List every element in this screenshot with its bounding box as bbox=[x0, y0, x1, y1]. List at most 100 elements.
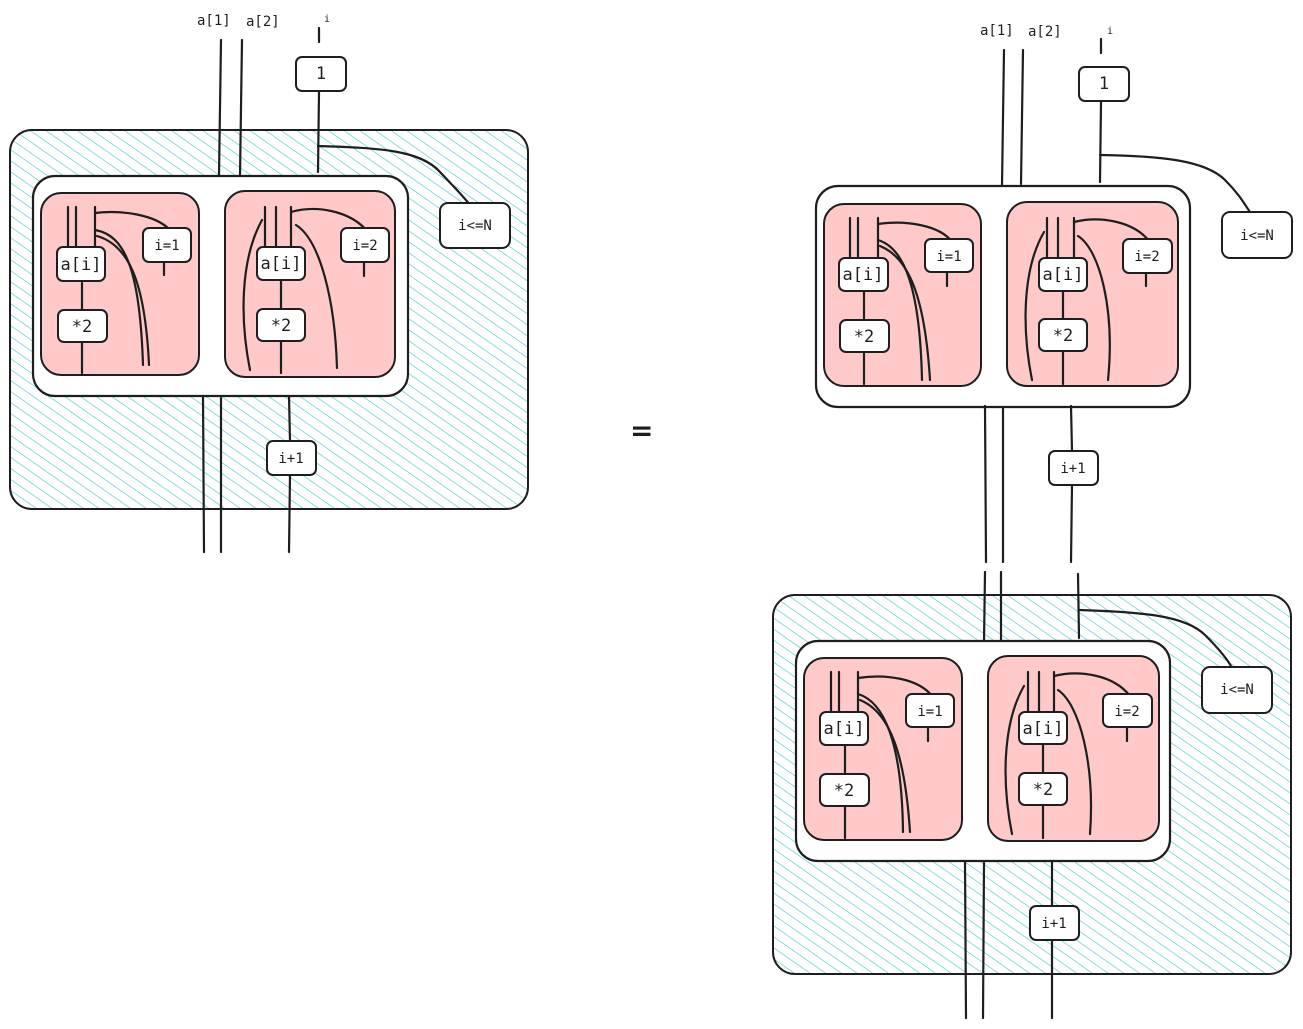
left-wire-i-out bbox=[287, 473, 292, 554]
right-inc-top-label: i+1 bbox=[1060, 461, 1085, 477]
right-cond-top-box bbox=[1221, 211, 1293, 259]
right-top-b2-guard-label: i=2 bbox=[1134, 249, 1159, 265]
left-wire-a1-in bbox=[217, 38, 223, 178]
right-bottom-b2-read-label: a[i] bbox=[1023, 719, 1064, 739]
right-top-b2-wire-guard bbox=[1072, 218, 1152, 244]
left-wire-a1-out bbox=[201, 394, 206, 554]
equals-sign: = bbox=[630, 414, 653, 447]
right-bottom-branch1-panel bbox=[803, 657, 963, 841]
right-mid-wire-i-1 bbox=[1069, 404, 1074, 453]
right-bottom-b1-op-label: *2 bbox=[834, 781, 854, 801]
right-bottom-b2-guard-label: i=2 bbox=[1114, 704, 1139, 720]
right-bottom-b1-wire-guard bbox=[856, 675, 934, 698]
right-top-b1-wire-pass1 bbox=[876, 238, 924, 382]
right-cond-top-label: i<=N bbox=[1240, 228, 1274, 244]
right-top-b2-op-label: *2 bbox=[1053, 326, 1073, 346]
right-bottom-b2-op-label: *2 bbox=[1033, 780, 1053, 800]
right-inc-bottom-box bbox=[1029, 905, 1080, 941]
right-cond-bottom-box bbox=[1201, 666, 1273, 714]
right-out-wire-a2 bbox=[981, 861, 986, 1020]
left-inc-box bbox=[266, 440, 317, 476]
right-top-b2-op-box bbox=[1038, 318, 1088, 352]
right-top-b2-wire-right bbox=[1076, 234, 1111, 382]
right-cond-bottom-label: i<=N bbox=[1220, 682, 1254, 698]
left-b1-op-box bbox=[57, 309, 108, 343]
right-out-wire-a1 bbox=[963, 859, 968, 1020]
right-input-a1-label: a[1] bbox=[980, 23, 1014, 39]
left-input-a2-label: a[2] bbox=[246, 14, 280, 30]
right-inc-bottom-label: i+1 bbox=[1041, 916, 1066, 932]
right-bottom-b1-read-label: a[i] bbox=[824, 719, 865, 739]
left-b2-wire-left bbox=[242, 218, 264, 372]
left-b1-op-label: *2 bbox=[72, 317, 92, 337]
left-wire-cond bbox=[316, 144, 472, 207]
left-b2-wire-right bbox=[294, 223, 339, 370]
right-bottom-wire-a1-in bbox=[982, 570, 987, 644]
right-mid-wire-i-2 bbox=[1069, 483, 1074, 564]
left-b2-wire-guard bbox=[289, 207, 370, 234]
left-wire-a2-in bbox=[238, 38, 244, 178]
left-b1-wire-guard bbox=[93, 210, 172, 232]
left-b2-read-label: a[i] bbox=[261, 254, 302, 274]
right-bottom-b1-op-box bbox=[819, 773, 870, 807]
left-cond-label: i<=N bbox=[458, 218, 492, 234]
right-inc-top-box bbox=[1048, 450, 1099, 486]
left-b2-guard-box bbox=[340, 227, 390, 263]
left-init-label: 1 bbox=[316, 64, 326, 84]
right-bottom-b2-wire-right bbox=[1056, 688, 1093, 836]
left-wire-i-mid bbox=[287, 394, 292, 443]
right-wire-a1-in bbox=[1000, 48, 1006, 188]
right-top-b1-wire-pass2 bbox=[878, 244, 932, 382]
right-top-b2-read-label: a[i] bbox=[1043, 265, 1084, 285]
right-bottom-b1-read-box bbox=[819, 711, 869, 746]
right-bottom-b1-guard-box bbox=[905, 693, 955, 728]
right-top-b2-read-box bbox=[1038, 257, 1088, 292]
left-b1-read-box bbox=[56, 246, 106, 282]
left-b2-op-box bbox=[256, 308, 306, 342]
right-top-b2-wire-left bbox=[1024, 230, 1046, 382]
right-diagram: a[1] a[2] i 1 i<=N a[i] *2 i=1 bbox=[772, 23, 1293, 1020]
right-bottom-b2-guard-box bbox=[1102, 693, 1153, 728]
left-diagram: a[1] a[2] i 1 i<=N a[i] *2 bbox=[9, 13, 529, 554]
right-top-branch2-panel bbox=[1006, 201, 1179, 387]
right-wire-i-in bbox=[1098, 100, 1103, 184]
right-wire-a2-in bbox=[1019, 48, 1025, 186]
right-top-b1-op-label: *2 bbox=[854, 327, 874, 347]
left-inc-label: i+1 bbox=[278, 451, 303, 467]
right-bottom-branch2-panel bbox=[987, 655, 1160, 842]
left-input-i-label: i bbox=[324, 14, 330, 25]
left-wire-i-in bbox=[316, 90, 321, 174]
left-b2-read-box bbox=[256, 246, 306, 281]
right-top-b1-guard-label: i=1 bbox=[936, 249, 961, 265]
left-init-box bbox=[295, 56, 347, 92]
left-b1-read-label: a[i] bbox=[61, 255, 102, 275]
left-b1-wire-pass2 bbox=[95, 234, 151, 367]
right-top-b1-read-label: a[i] bbox=[843, 265, 884, 285]
right-bottom-b2-wire-guard bbox=[1052, 672, 1132, 698]
left-branch1-panel bbox=[40, 192, 200, 376]
right-input-a2-label: a[2] bbox=[1028, 24, 1062, 40]
right-bottom-b1-guard-label: i=1 bbox=[917, 704, 942, 720]
left-b1-guard-box bbox=[142, 227, 192, 263]
right-init-box bbox=[1078, 66, 1130, 102]
right-bottom-b2-op-box bbox=[1018, 772, 1068, 806]
left-input-a1-label: a[1] bbox=[197, 13, 231, 29]
right-top-branch1-panel bbox=[823, 203, 982, 387]
right-top-b1-op-box bbox=[839, 319, 890, 353]
right-init-label: 1 bbox=[1099, 74, 1109, 94]
right-bottom-b2-read-box bbox=[1018, 711, 1068, 745]
left-b2-op-label: *2 bbox=[271, 316, 291, 336]
left-cond-box bbox=[439, 202, 511, 249]
left-b1-guard-label: i=1 bbox=[154, 238, 179, 254]
right-top-b2-guard-box bbox=[1122, 238, 1173, 274]
right-wire-cond-bottom bbox=[1077, 608, 1234, 670]
right-mid-wire-a1 bbox=[983, 404, 988, 564]
right-bottom-b2-wire-left bbox=[1004, 684, 1026, 836]
right-top-b1-read-box bbox=[838, 257, 889, 292]
right-bottom-wire-i-in bbox=[1076, 572, 1081, 640]
right-top-b1-guard-box bbox=[924, 238, 974, 273]
right-bottom-b1-wire-pass2 bbox=[858, 698, 912, 834]
left-branch2-panel bbox=[224, 190, 396, 378]
right-input-i-label: i bbox=[1107, 26, 1113, 37]
